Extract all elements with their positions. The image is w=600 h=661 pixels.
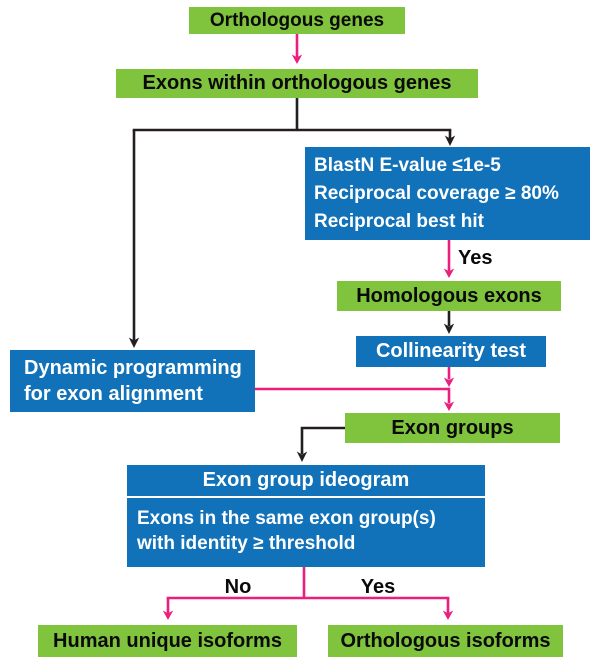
node-orthologous-genes: Orthologous genes bbox=[189, 7, 405, 34]
node-orthologous-genes-label: Orthologous genes bbox=[209, 9, 385, 31]
blastn-line-coverage: Reciprocal coverage ≥ 80% bbox=[314, 182, 559, 204]
node-homologous-exons-label: Homologous exons bbox=[356, 284, 542, 307]
connector-homologous-to-collinearity bbox=[443, 311, 455, 334]
connector-exons-branch bbox=[128, 97, 456, 348]
ideogram-condition-line-2: with identity ≥ threshold bbox=[137, 533, 356, 554]
node-exons-within-orthologous-genes: Exons within orthologous genes bbox=[116, 69, 478, 98]
node-dynamic-programming: Dynamic programming for exon alignment bbox=[10, 350, 255, 412]
ideogram-title: Exon group ideogram bbox=[202, 469, 410, 491]
node-exons-within-label: Exons within orthologous genes bbox=[142, 72, 452, 94]
dynamic-line-1: Dynamic programming bbox=[24, 357, 242, 379]
edge-label-yes-top: Yes bbox=[458, 247, 493, 269]
node-orthologous-isoforms-label: Orthologous isoforms bbox=[340, 629, 551, 652]
blastn-line-evalue: BlastN E-value ≤1e-5 bbox=[314, 154, 501, 176]
connector-collinearity-to-exon-groups bbox=[255, 367, 455, 411]
node-human-unique-isoforms: Human unique isoforms bbox=[38, 625, 297, 657]
connector-blastn-to-homologous bbox=[443, 240, 455, 278]
ideogram-condition-line-1: Exons in the same exon group(s) bbox=[137, 508, 436, 529]
node-collinearity-test: Collinearity test bbox=[356, 336, 546, 367]
edge-label-no: No bbox=[224, 576, 252, 598]
ideogram-divider bbox=[127, 496, 485, 498]
node-exon-groups: Exon groups bbox=[345, 413, 560, 443]
blastn-line-besthit: Reciprocal best hit bbox=[314, 210, 484, 232]
connector-exon-groups-to-ideogram bbox=[296, 426, 345, 462]
node-exon-group-ideogram: Exon group ideogram Exons in the same ex… bbox=[127, 465, 485, 567]
node-homologous-exons: Homologous exons bbox=[337, 281, 561, 311]
node-exon-groups-label: Exon groups bbox=[391, 416, 514, 439]
dynamic-line-2: for exon alignment bbox=[24, 383, 203, 405]
edge-label-yes-bottom: Yes bbox=[360, 576, 396, 598]
node-collinearity-test-label: Collinearity test bbox=[375, 340, 527, 362]
connector-genes-to-exons bbox=[291, 34, 303, 64]
node-orthologous-isoforms: Orthologous isoforms bbox=[328, 625, 563, 657]
ideogram-condition: Exons in the same exon group(s) with ide… bbox=[127, 498, 485, 556]
connector-ideogram-split bbox=[162, 567, 454, 620]
node-blastn-criteria: BlastN E-value ≤1e-5 Reciprocal coverage… bbox=[305, 147, 590, 240]
node-human-unique-isoforms-label: Human unique isoforms bbox=[53, 629, 282, 652]
